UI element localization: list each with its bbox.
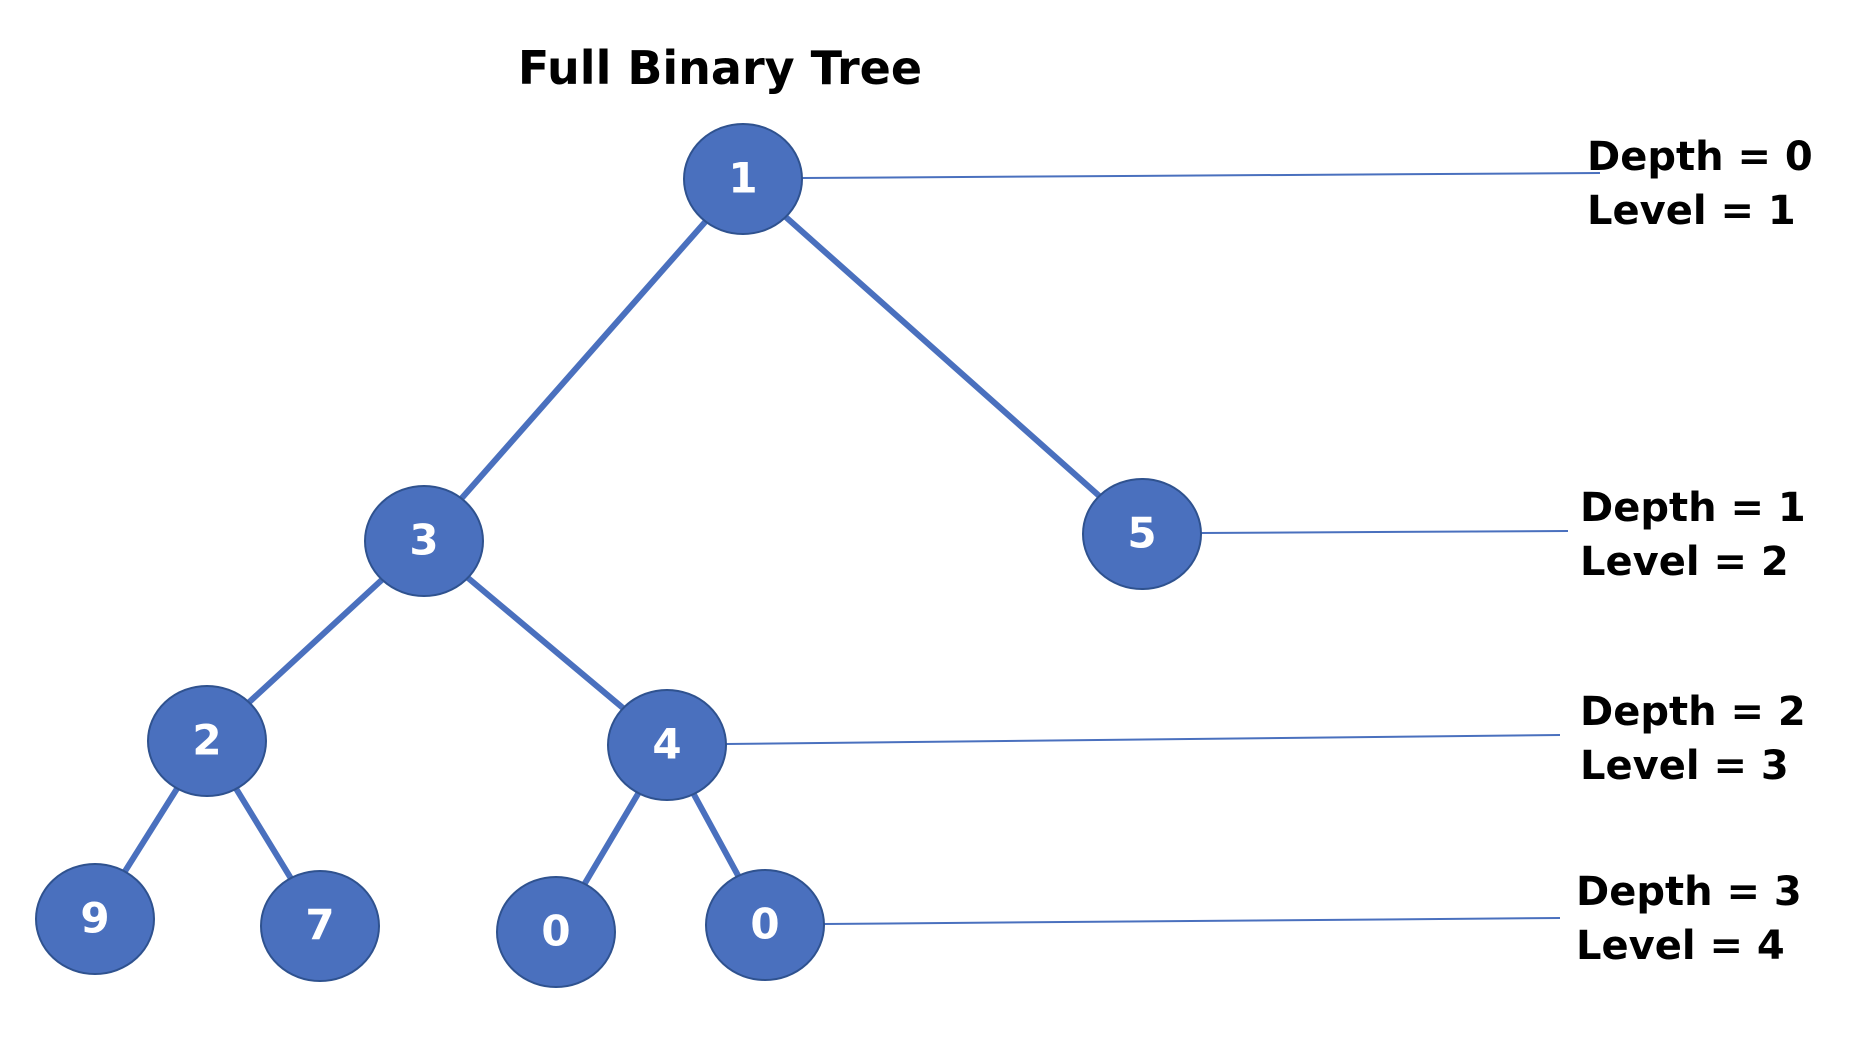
tree-node-n0b: 0: [705, 869, 825, 981]
level-guide-lines: [725, 172, 1601, 925]
tree-node-circle: [607, 689, 727, 801]
tree-node-circle: [260, 870, 380, 982]
tree-node-value: 7: [305, 901, 334, 950]
tree-edges: [92, 176, 1144, 934]
diagram-title: Full Binary Tree: [518, 41, 922, 95]
depth-level-annotation-4: Depth = 3 Level = 4: [1576, 869, 1802, 969]
tree-node-n0a: 0: [496, 876, 616, 988]
tree-node-value: 3: [409, 516, 438, 565]
level-label: Level = 2: [1580, 539, 1789, 585]
tree-node-n4: 4: [607, 689, 727, 801]
tree-node-n5: 5: [1082, 478, 1202, 590]
tree-node-value: 0: [541, 907, 570, 956]
tree-node-value: 5: [1127, 509, 1156, 558]
tree-node-value: 2: [192, 716, 221, 765]
level-guide-line-3: [725, 734, 1561, 745]
tree-node-circle: [683, 123, 803, 235]
tree-node-circle: [147, 685, 267, 797]
depth-label: Depth = 1: [1580, 485, 1806, 531]
level-label: Level = 1: [1587, 188, 1796, 234]
tree-node-n2: 2: [147, 685, 267, 797]
tree-edge-n1-n5: [741, 176, 1144, 537]
tree-node-value: 1: [728, 154, 757, 203]
level-guide-line-4: [823, 917, 1561, 925]
level-label: Level = 3: [1580, 743, 1789, 789]
depth-label: Depth = 0: [1587, 134, 1813, 180]
tree-nodes: 1 3 5 2 4 9 7 0 0: [35, 123, 1202, 988]
tree-node-circle: [35, 863, 155, 975]
tree-node-value: 4: [652, 720, 681, 769]
tree-node-circle: [705, 869, 825, 981]
tree-node-circle: [364, 485, 484, 597]
depth-level-annotation-1: Depth = 0 Level = 1: [1587, 134, 1813, 234]
depth-level-annotation-3: Depth = 2 Level = 3: [1580, 689, 1806, 789]
tree-node-value: 0: [750, 900, 779, 949]
depth-label: Depth = 2: [1580, 689, 1806, 735]
tree-node-circle: [1082, 478, 1202, 590]
tree-node-n1: 1: [683, 123, 803, 235]
depth-label: Depth = 3: [1576, 869, 1802, 915]
depth-level-annotation-2: Depth = 1 Level = 2: [1580, 485, 1806, 585]
level-guide-line-2: [1200, 530, 1569, 534]
level-guide-line-1: [801, 172, 1601, 179]
tree-node-n9: 9: [35, 863, 155, 975]
tree-node-value: 9: [80, 894, 109, 943]
tree-node-n3: 3: [364, 485, 484, 597]
tree-node-n7: 7: [260, 870, 380, 982]
level-label: Level = 4: [1576, 923, 1785, 969]
tree-edge-n1-n3: [421, 177, 746, 543]
tree-node-circle: [496, 876, 616, 988]
